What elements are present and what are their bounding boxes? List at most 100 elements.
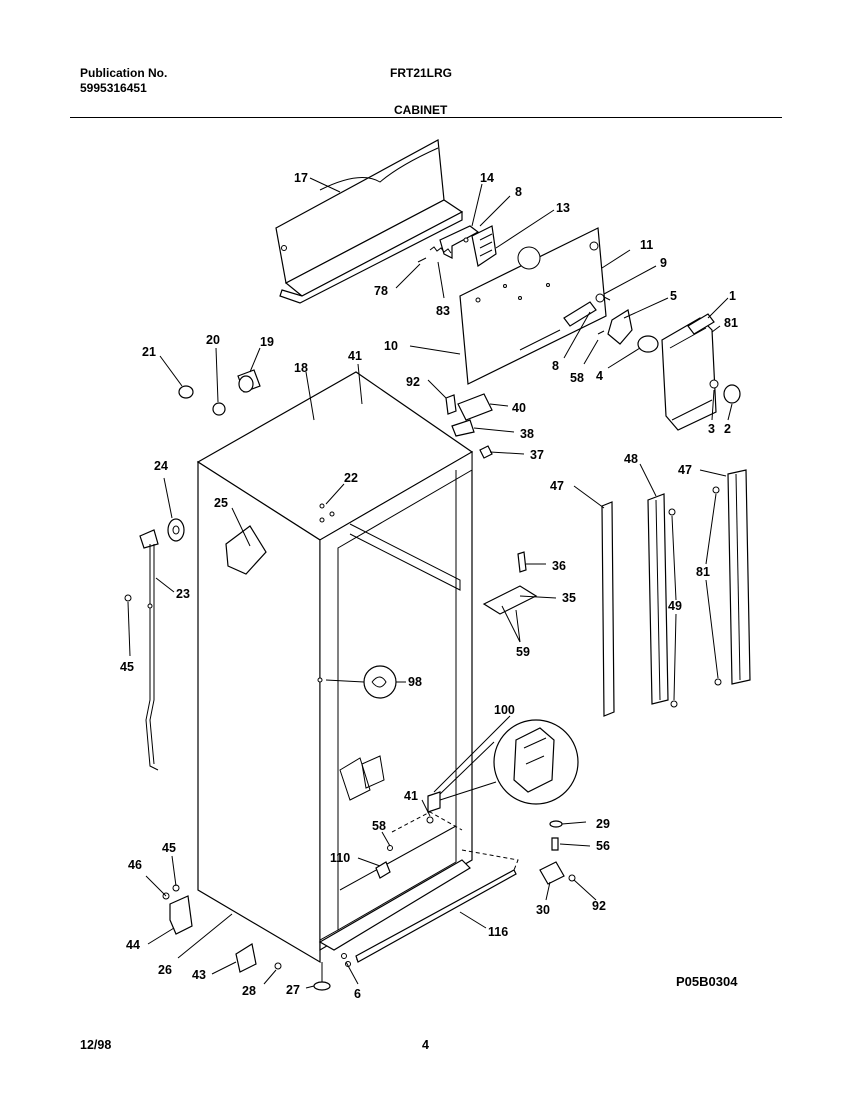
callout-18: 18: [294, 361, 308, 375]
callout-100: 100: [494, 703, 515, 717]
callout-2: 2: [724, 422, 731, 436]
callout-58: 58: [372, 819, 386, 833]
bracket-part: [235, 943, 257, 973]
leader-lines: [127, 177, 733, 989]
callout-45: 45: [120, 660, 134, 674]
callout-56: 56: [596, 839, 610, 853]
hinge-cover-part: [457, 393, 493, 421]
callout-41: 41: [404, 789, 418, 803]
callout-48: 48: [624, 452, 638, 466]
callout-22: 22: [344, 471, 358, 485]
hinge-part: [451, 419, 475, 437]
screw-part: [426, 816, 434, 824]
hinge-part: [539, 861, 565, 885]
callout-43: 43: [192, 968, 206, 982]
callout-36: 36: [552, 559, 566, 573]
callout-25: 25: [214, 496, 228, 510]
callout-27: 27: [286, 983, 300, 997]
callout-92: 92: [406, 375, 420, 389]
callout-83: 83: [436, 304, 450, 318]
callout-14: 14: [480, 171, 494, 185]
callout-6: 6: [354, 987, 361, 1001]
hinge-bracket-part: [169, 895, 193, 935]
pin-part: [551, 837, 559, 851]
hinge-part: [482, 585, 538, 615]
spring-part: [429, 246, 452, 254]
callout-3: 3: [708, 422, 715, 436]
callout-30: 30: [536, 903, 550, 917]
small-knobs-parts: [178, 369, 261, 416]
control-housing-part: [661, 313, 741, 431]
header-rule: [70, 117, 782, 118]
screw-part: [568, 874, 576, 882]
side-bracket-part: [225, 525, 267, 575]
callout-59: 59: [516, 645, 530, 659]
publication-number: 5995316451: [80, 81, 147, 95]
callout-28: 28: [242, 984, 256, 998]
callout-92: 92: [592, 899, 606, 913]
callout-41: 41: [348, 349, 362, 363]
callout-45: 45: [162, 841, 176, 855]
callout-40: 40: [512, 401, 526, 415]
footer-date: 12/98: [80, 1038, 111, 1052]
washer-part: [549, 820, 563, 828]
leveler-part: [313, 981, 331, 991]
cabinet-shell: [196, 371, 474, 964]
diagram-code: P05B0304: [676, 974, 738, 989]
model-number: FRT21LRG: [390, 66, 453, 80]
callout-8: 8: [552, 359, 559, 373]
callout-24: 24: [154, 459, 168, 473]
callout-4: 4: [596, 369, 603, 383]
callout-81: 81: [724, 316, 738, 330]
bottom-rail-part: [318, 859, 471, 951]
page-number: 4: [422, 1038, 429, 1052]
fan-motor-assembly: [563, 293, 659, 353]
screw-part: [387, 845, 393, 851]
callout-46: 46: [128, 858, 142, 872]
callout-98: 98: [408, 675, 422, 689]
wire-assembly-part: [124, 518, 185, 771]
callout-11: 11: [640, 238, 653, 252]
pin-part: [517, 551, 527, 573]
callout-49: 49: [668, 599, 682, 613]
callout-78: 78: [374, 284, 388, 298]
callout-8: 8: [515, 185, 522, 199]
callout-38: 38: [520, 427, 534, 441]
plug-part: [479, 445, 493, 459]
callout-110: 110: [330, 851, 350, 865]
callout-21: 21: [142, 345, 156, 359]
callout-116: 116: [488, 925, 508, 939]
callout-58: 58: [570, 371, 584, 385]
callout-37: 37: [530, 448, 544, 462]
screw-part: [445, 394, 457, 415]
callout-1: 1: [729, 289, 736, 303]
publication-label: Publication No.: [80, 66, 168, 80]
drain-part: [363, 665, 397, 699]
callout-23: 23: [176, 587, 190, 601]
detail-view-circle: [427, 719, 579, 813]
evaporator-cover-part: [459, 227, 607, 385]
screw-part: [274, 962, 282, 970]
duct-cover-part: [275, 139, 464, 304]
callout-20: 20: [206, 333, 220, 347]
callout-10: 10: [384, 339, 398, 353]
callout-5: 5: [670, 289, 677, 303]
callout-17: 17: [294, 171, 308, 185]
callout-labels: 17 14 8 13 78 83 11 9 5 1 81 10 8 58 4 3…: [120, 171, 738, 1001]
section-title: CABINET: [394, 103, 448, 117]
callout-13: 13: [556, 201, 570, 215]
callout-26: 26: [158, 963, 172, 977]
callout-9: 9: [660, 256, 667, 270]
door-trim-parts: [601, 469, 751, 717]
callout-81: 81: [696, 565, 710, 579]
toe-grille-outline: [355, 849, 519, 961]
fan-bracket-part: [439, 225, 497, 267]
toe-grille-part: [355, 869, 517, 963]
screw-part: [417, 257, 427, 263]
screw-part: [341, 953, 347, 959]
callout-19: 19: [260, 335, 274, 349]
callout-29: 29: [596, 817, 610, 831]
callout-47: 47: [678, 463, 692, 477]
callout-44: 44: [126, 938, 140, 952]
